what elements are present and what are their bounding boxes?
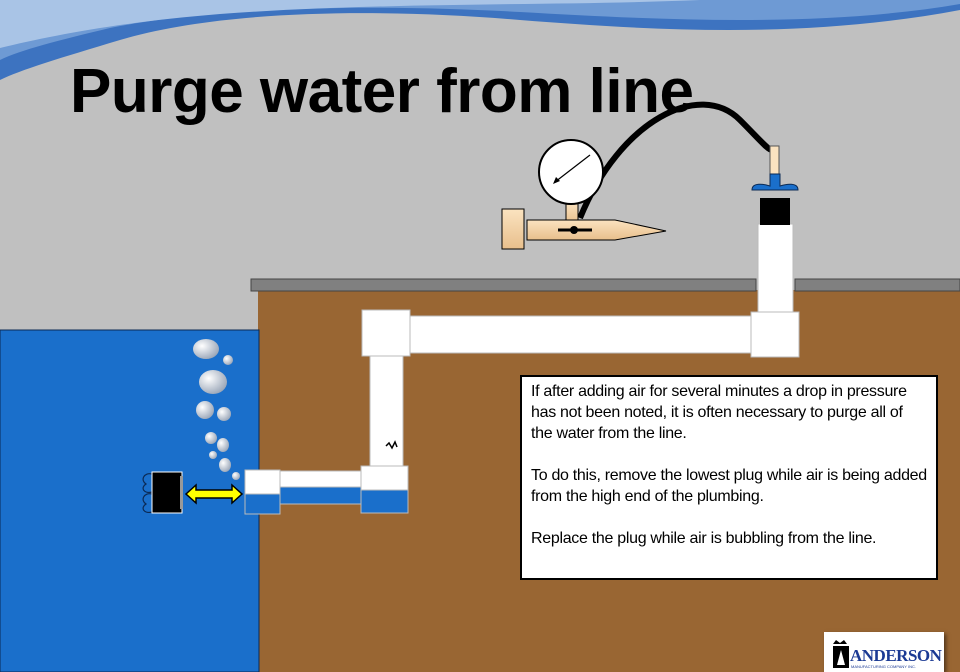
pressure-gauge	[501, 139, 667, 250]
ledge-right	[794, 278, 960, 292]
callout-paragraph: If after adding air for several minutes …	[531, 383, 907, 442]
air-hose	[577, 101, 773, 220]
logo-name: ANDERSON	[850, 646, 942, 665]
callout-paragraph: Replace the plug while air is bubbling f…	[531, 530, 877, 547]
logo-subtitle: MANUFACTURING COMPANY INC.	[851, 664, 916, 669]
double-arrow-icon	[184, 483, 244, 505]
plug	[142, 471, 183, 514]
slide-title: Purge water from line	[70, 57, 694, 126]
air-bubbles	[193, 339, 240, 480]
callout-paragraph: To do this, remove the lowest plug while…	[531, 467, 927, 505]
water-squiggle	[385, 440, 398, 450]
instruction-callout: If after adding air for several minutes …	[520, 375, 938, 580]
logo-mark-icon	[833, 640, 849, 668]
air-valve-fitting	[751, 145, 799, 225]
ledge-left	[250, 278, 757, 292]
plumbing	[244, 223, 800, 515]
header-wave	[0, 0, 960, 80]
anderson-logo: ANDERSON MANUFACTURING COMPANY INC.	[824, 632, 944, 672]
